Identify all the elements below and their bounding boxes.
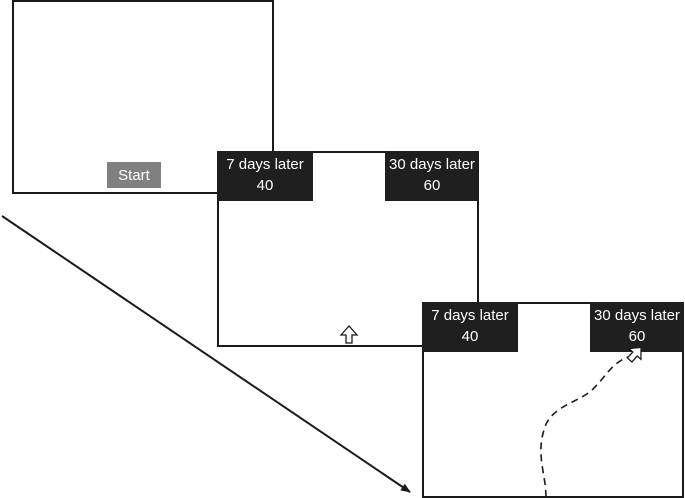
- option-amount: 60: [628, 328, 646, 345]
- option-amount: 40: [256, 177, 274, 194]
- start-button[interactable]: Start: [107, 162, 161, 188]
- option-delay-label: 7 days later: [431, 307, 509, 325]
- option-sooner[interactable]: 7 days later 40: [422, 302, 518, 352]
- up-arrow-icon: [339, 325, 359, 344]
- option-delay-label: 30 days later: [594, 307, 680, 325]
- choice-screen-with-trajectory: 7 days later 40 30 days later 60: [422, 302, 684, 498]
- option-amount: 40: [461, 328, 479, 345]
- option-delay-label: 7 days later: [226, 156, 304, 174]
- option-later[interactable]: 30 days later 60: [590, 302, 684, 352]
- option-sooner[interactable]: 7 days later 40: [217, 151, 313, 201]
- option-later[interactable]: 30 days later 60: [385, 151, 479, 201]
- mouse-trajectory: [540, 356, 629, 498]
- option-amount: 60: [423, 177, 441, 194]
- up-arrow-icon: [626, 346, 642, 363]
- option-delay-label: 30 days later: [389, 156, 475, 174]
- timeline-arrow-icon: [1, 215, 411, 493]
